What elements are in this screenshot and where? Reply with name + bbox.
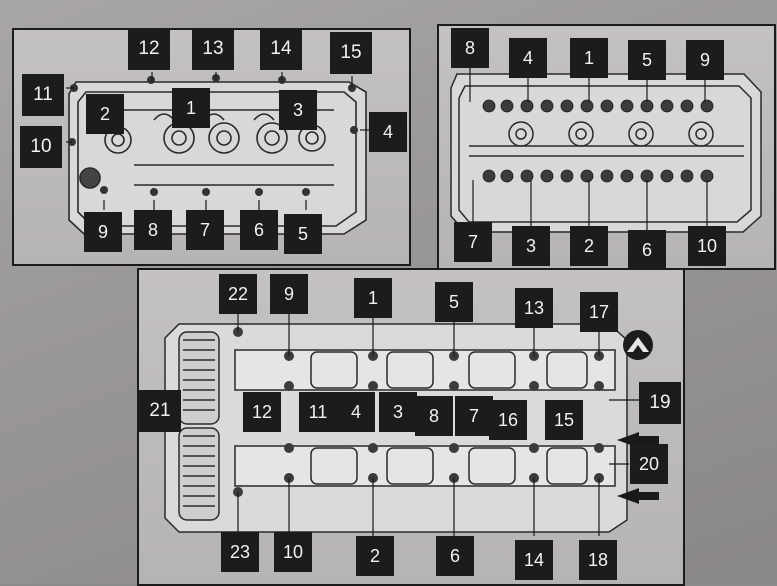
callout-22: 22 [219, 274, 257, 314]
camshaft-cap-panel: 22 9 1 5 13 17 21 12 11 4 3 8 7 16 15 19… [137, 268, 685, 586]
callout-6: 6 [240, 210, 278, 250]
callout-15: 15 [545, 400, 583, 440]
callout-19: 19 [639, 382, 681, 424]
callout-9: 9 [686, 40, 724, 80]
callout-3: 3 [279, 90, 317, 130]
callout-20: 20 [630, 444, 668, 484]
callout-16: 16 [489, 400, 527, 440]
callout-2: 2 [570, 226, 608, 266]
callout-10: 10 [20, 126, 62, 168]
callout-12: 12 [128, 30, 170, 70]
callout-1: 1 [570, 38, 608, 78]
callout-17: 17 [580, 292, 618, 332]
exhaust-cover-panel: 8 4 1 5 9 7 3 2 6 10 [437, 24, 776, 270]
callout-13: 13 [515, 288, 553, 328]
callout-5: 5 [628, 40, 666, 80]
callout-21: 21 [139, 390, 181, 432]
callout-8: 8 [134, 210, 172, 250]
mountain-logo-icon [623, 330, 653, 360]
callout-10: 10 [274, 532, 312, 572]
callout-14: 14 [260, 30, 302, 70]
callout-7: 7 [455, 396, 493, 436]
callout-1: 1 [354, 278, 392, 318]
callout-15: 15 [330, 32, 372, 74]
callout-8: 8 [451, 28, 489, 68]
callout-10: 10 [688, 226, 726, 266]
callout-4: 4 [509, 38, 547, 78]
callout-9: 9 [270, 274, 308, 314]
callout-2: 2 [86, 94, 124, 134]
callout-7: 7 [186, 210, 224, 250]
arrow-lower-icon [617, 488, 659, 504]
callout-2: 2 [356, 536, 394, 576]
callout-5: 5 [435, 282, 473, 322]
intake-cover-panel: 12 13 14 15 11 2 1 3 4 10 9 8 7 6 5 [12, 28, 411, 266]
callout-18: 18 [579, 540, 617, 580]
callout-6: 6 [628, 230, 666, 268]
callout-7: 7 [454, 222, 492, 262]
callout-11: 11 [299, 392, 337, 432]
callout-12: 12 [243, 392, 281, 432]
callout-8: 8 [415, 396, 453, 436]
callout-11: 11 [22, 74, 64, 116]
callout-1: 1 [172, 88, 210, 128]
callout-9: 9 [84, 212, 122, 252]
callout-6: 6 [436, 536, 474, 576]
callout-4: 4 [337, 392, 375, 432]
callout-23: 23 [221, 532, 259, 572]
callout-13: 13 [192, 30, 234, 70]
callout-14: 14 [515, 540, 553, 580]
callout-4: 4 [369, 112, 407, 152]
callout-3: 3 [512, 226, 550, 266]
callout-3: 3 [379, 392, 417, 432]
callout-5: 5 [284, 214, 322, 254]
